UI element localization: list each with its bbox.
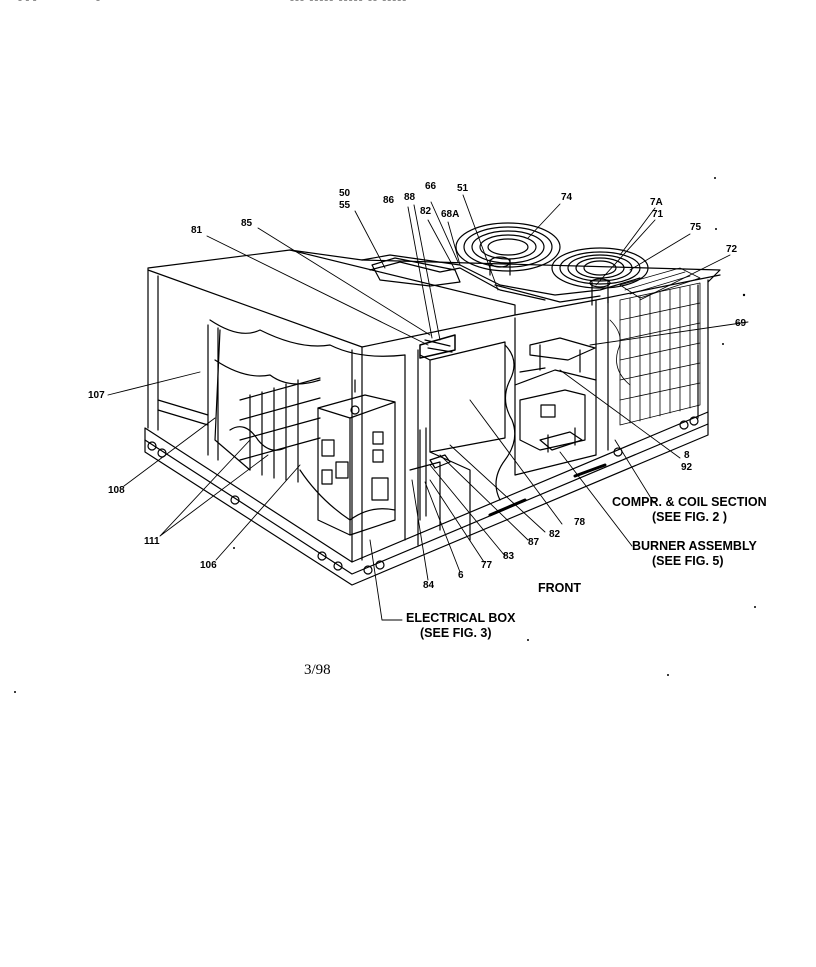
part-label-51: 51 [457,183,469,194]
vent-hood [619,267,701,299]
right-section [514,317,597,476]
callout-elec-line1: ELECTRICAL BOX [406,611,516,625]
callout-compr-line2: (SEE FIG. 2 ) [652,510,728,524]
condenser-coil [609,282,701,426]
part-label-66: 66 [425,181,437,192]
part-label-71: 71 [652,209,664,220]
callout-compr-coil-section: COMPR. & COIL SECTION (SEE FIG. 2 ) [612,495,767,525]
part-label-107: 107 [88,390,105,401]
part-label-78: 78 [574,517,586,528]
part-label-111: 111 [144,536,160,547]
callout-burner-assembly: BURNER ASSEMBLY (SEE FIG. 5) [632,539,757,569]
part-label-82-top: 82 [420,206,432,217]
center-section [404,334,516,546]
condenser-fan-left [455,222,561,276]
part-label-7a: 7A [650,197,663,208]
front-label: FRONT [538,581,582,595]
leader-lines [107,194,749,621]
part-label-72: 72 [726,244,738,255]
callout-electrical-box: ELECTRICAL BOX (SEE FIG. 3) [406,611,516,641]
part-label-84: 84 [423,580,435,591]
part-label-92: 92 [681,462,693,473]
callout-burner-line1: BURNER ASSEMBLY [632,539,757,553]
part-label-55: 55 [339,200,351,211]
part-label-75: 75 [690,222,702,233]
revision-date: 3/98 [304,662,331,678]
callout-burner-line2: (SEE FIG. 5) [652,554,724,568]
part-label-87: 87 [528,537,540,548]
part-label-88: 88 [404,192,416,203]
part-label-68a: 68A [441,209,460,220]
header-title-fragment: --- ----- ----- -- ----- [290,0,407,6]
callout-compr-line1: COMPR. & COIL SECTION [612,495,767,509]
part-label-82-bottom: 82 [549,529,561,540]
header-fragment-left-2: - [96,0,100,6]
part-label-8-right: 8 [684,450,690,461]
scan-specks [14,177,756,693]
top-panel [361,254,641,303]
part-label-50: 50 [339,188,351,199]
cabinet-outline [147,249,721,563]
part-label-6: 6 [458,570,464,581]
part-label-85: 85 [241,218,253,229]
part-label-74: 74 [561,192,573,203]
part-label-81: 81 [191,225,203,236]
part-label-69: 69 [735,318,747,329]
part-label-83: 83 [503,551,515,562]
header-fragment-left: - - - [18,0,37,6]
callout-elec-line2: (SEE FIG. 3) [420,626,492,640]
part-label-77: 77 [481,560,493,571]
part-label-108: 108 [108,485,125,496]
condenser-fan-right [551,247,649,306]
part-label-106: 106 [200,560,217,571]
part-label-86: 86 [383,195,395,206]
left-cutaway [209,319,406,536]
